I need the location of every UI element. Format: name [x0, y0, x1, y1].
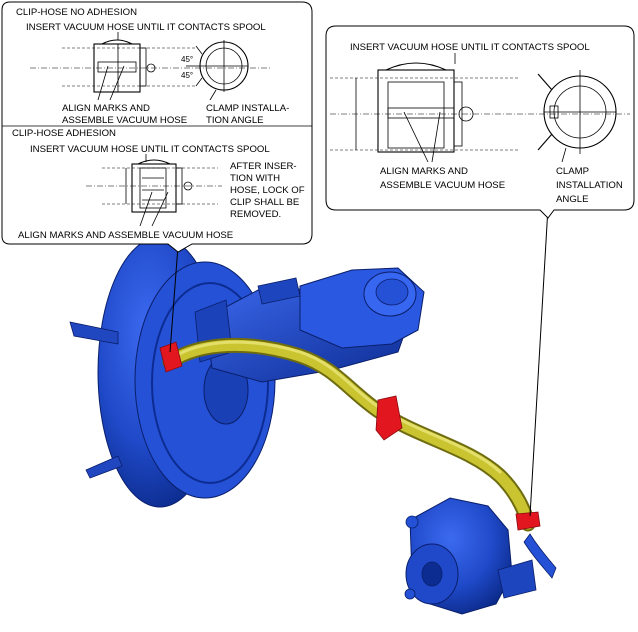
- angle-label-lower: 45°: [181, 71, 193, 80]
- right-insert-note: INSERT VACUUM HOSE UNTIL IT CONTACTS SPO…: [350, 42, 590, 53]
- no-adhesion-align-note-line1: ALIGN MARKS AND: [62, 103, 150, 114]
- booster-pushrod: [69, 321, 119, 345]
- left-callout: CLIP-HOSE NO ADHESION INSERT VACUUM HOSE…: [1, 1, 313, 253]
- left-callout-frame: [1, 1, 313, 253]
- right-clamp-note-line1: CLAMP: [556, 166, 589, 177]
- reservoir-cap-top: [375, 278, 409, 306]
- adhesion-after-note-line1: AFTER INSER-: [230, 161, 297, 172]
- hose-fitting-drawing-upper: [30, 39, 270, 93]
- brake-booster-rim: [151, 282, 269, 484]
- adhesion-align-note: ALIGN MARKS AND ASSEMBLE VACUUM HOSE: [18, 230, 233, 241]
- pump-inlet-tube: [523, 533, 557, 579]
- booster-stud: [85, 455, 123, 479]
- vacuum-hose: [162, 337, 536, 532]
- adhesion-heading: CLIP-HOSE ADHESION: [12, 128, 116, 139]
- leader-line-left: [169, 245, 179, 353]
- pump-outlet-fitting: [497, 559, 537, 599]
- no-adhesion-clamp-note-line2: TION ANGLE: [206, 115, 264, 126]
- pump-mount-bolt: [405, 515, 419, 529]
- no-adhesion-align-note-line2: ASSEMBLE VACUUM HOSE: [62, 115, 187, 126]
- right-callout-frame: [325, 25, 635, 219]
- brake-line-port: [257, 277, 301, 305]
- pump-mount-bolt: [404, 588, 416, 600]
- vacuum-pump-assembly: [404, 497, 557, 615]
- hose-clamp-middle: [375, 395, 403, 441]
- adhesion-after-note-line5: REMOVED.: [230, 209, 281, 220]
- leader-line-right: [529, 206, 549, 517]
- clamp-angle-drawing-right: [537, 70, 617, 154]
- adhesion-insert-note: INSERT VACUUM HOSE UNTIL IT CONTACTS SPO…: [30, 144, 270, 155]
- hose-fitting-drawing-lower: [86, 159, 222, 213]
- adhesion-after-note-line4: CLIP SHALL BE: [230, 197, 299, 208]
- right-align-note-line1: ALIGN MARKS AND: [380, 166, 468, 177]
- right-callout: INSERT VACUUM HOSE UNTIL IT CONTACTS SPO…: [325, 25, 635, 219]
- clamp-angle-drawing-upper: [186, 40, 249, 92]
- angle-label-upper: 45°: [181, 55, 193, 64]
- right-clamp-note-line2: INSTALLATION: [556, 180, 623, 191]
- no-adhesion-heading: CLIP-HOSE NO ADHESION: [16, 7, 137, 18]
- vacuum-pump-pulley-center: [421, 561, 443, 587]
- right-clamp-note-line3: ANGLE: [556, 194, 589, 205]
- hose-clamp-pump: [515, 511, 541, 531]
- adhesion-after-note-line2: TION WITH: [230, 173, 280, 184]
- brake-booster-assembly: [69, 236, 425, 508]
- right-align-note-line2: ASSEMBLE VACUUM HOSE: [380, 180, 505, 191]
- no-adhesion-clamp-note-line1: CLAMP INSTALLA-: [206, 103, 289, 114]
- adhesion-after-note-line3: HOSE, LOCK OF: [230, 185, 305, 196]
- no-adhesion-insert-note: INSERT VACUUM HOSE UNTIL IT CONTACTS SPO…: [26, 22, 266, 33]
